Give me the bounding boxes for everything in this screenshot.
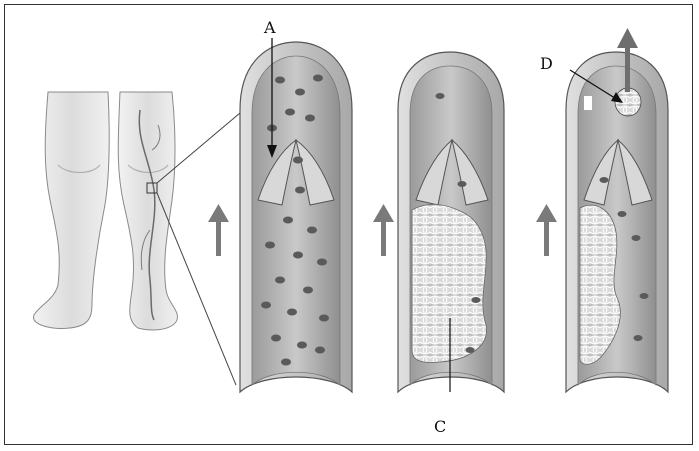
right-leg — [118, 92, 177, 330]
label-a: A — [264, 18, 276, 37]
left-leg — [34, 92, 110, 328]
clot-mass — [412, 204, 487, 362]
vein-embolus — [566, 28, 668, 392]
label-d: D — [540, 54, 553, 73]
flow-arrow-1 — [208, 204, 229, 256]
label-c: C — [434, 417, 446, 436]
vein-normal — [240, 38, 352, 392]
flow-arrow-2 — [373, 204, 394, 256]
flow-arrow-3 — [536, 204, 557, 256]
vein-clot — [398, 52, 504, 392]
legs-illustration — [34, 92, 240, 385]
